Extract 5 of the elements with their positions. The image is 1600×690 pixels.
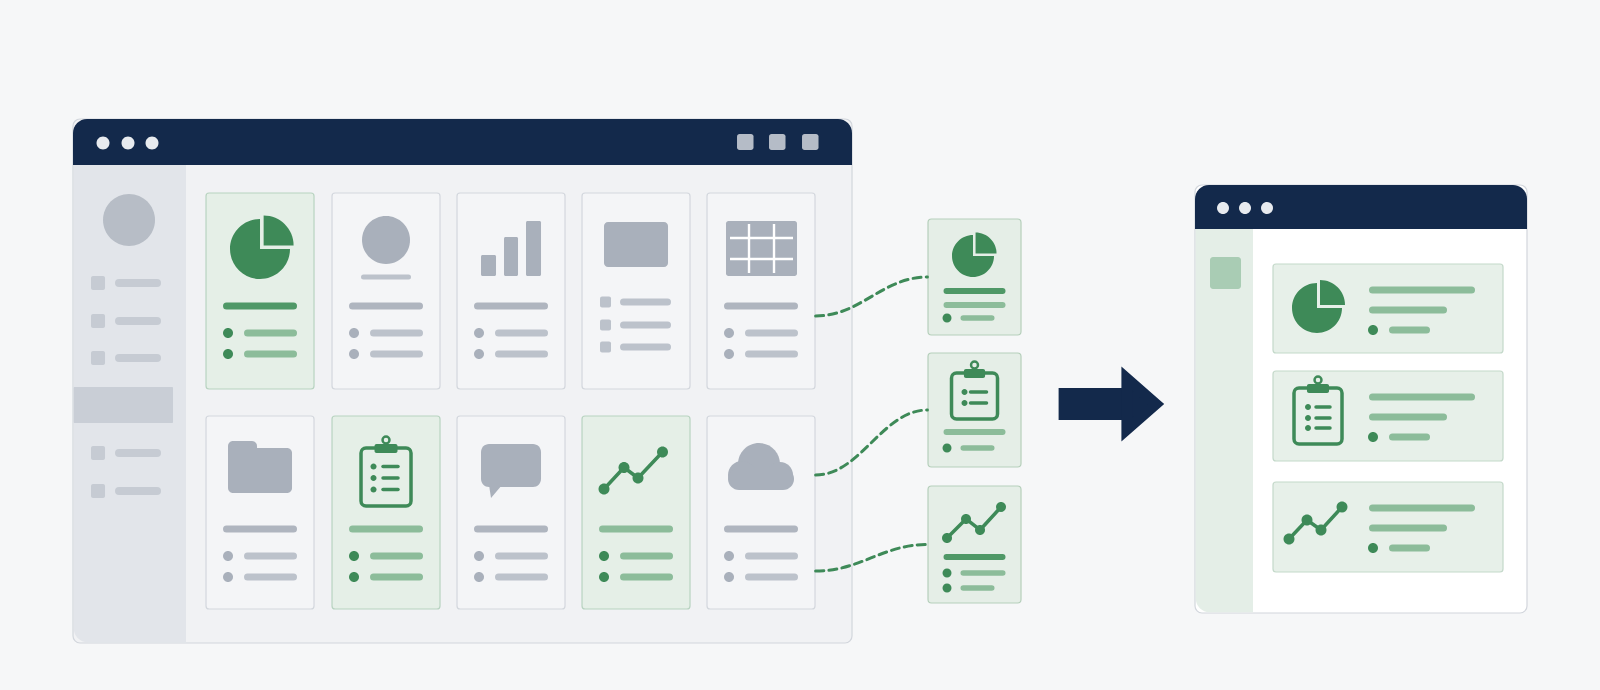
dashed-connector <box>814 408 929 477</box>
dashboard-card <box>581 415 691 610</box>
dashed-connector <box>814 543 929 573</box>
dashed-connector <box>814 275 929 318</box>
widget-panel <box>1272 481 1504 573</box>
